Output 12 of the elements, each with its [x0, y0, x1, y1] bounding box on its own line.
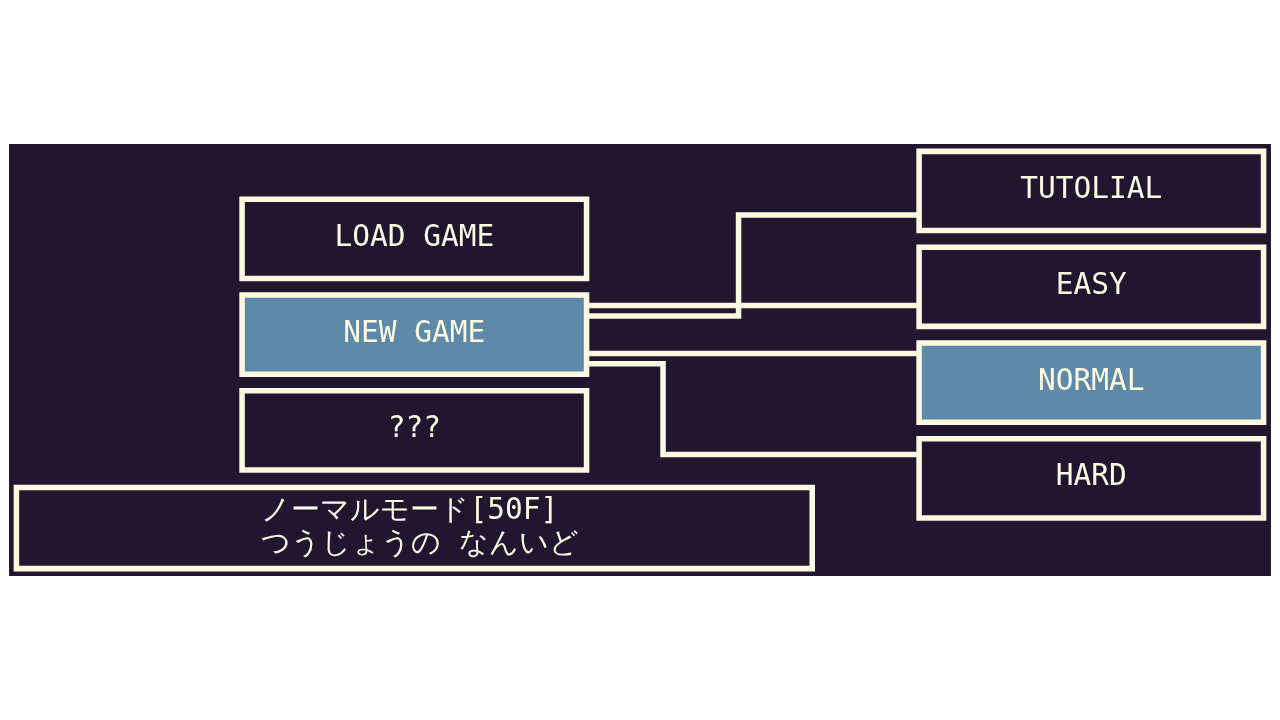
connector — [586, 350, 920, 357]
node-box: EASY — [916, 244, 1267, 330]
node-box: ノーマルモード[50F] つうじょうの なんいど — [13, 484, 815, 572]
node-box: NORMAL — [916, 340, 1267, 425]
connector — [586, 212, 920, 319]
node-box: LOAD GAME — [239, 196, 590, 282]
node-box: NEW GAME — [239, 292, 590, 378]
node-box: TUTOLIAL — [916, 148, 1267, 234]
node-box: HARD — [916, 436, 1267, 521]
connector — [586, 302, 920, 309]
connector — [587, 361, 919, 458]
node-box: ??? — [239, 388, 590, 473]
